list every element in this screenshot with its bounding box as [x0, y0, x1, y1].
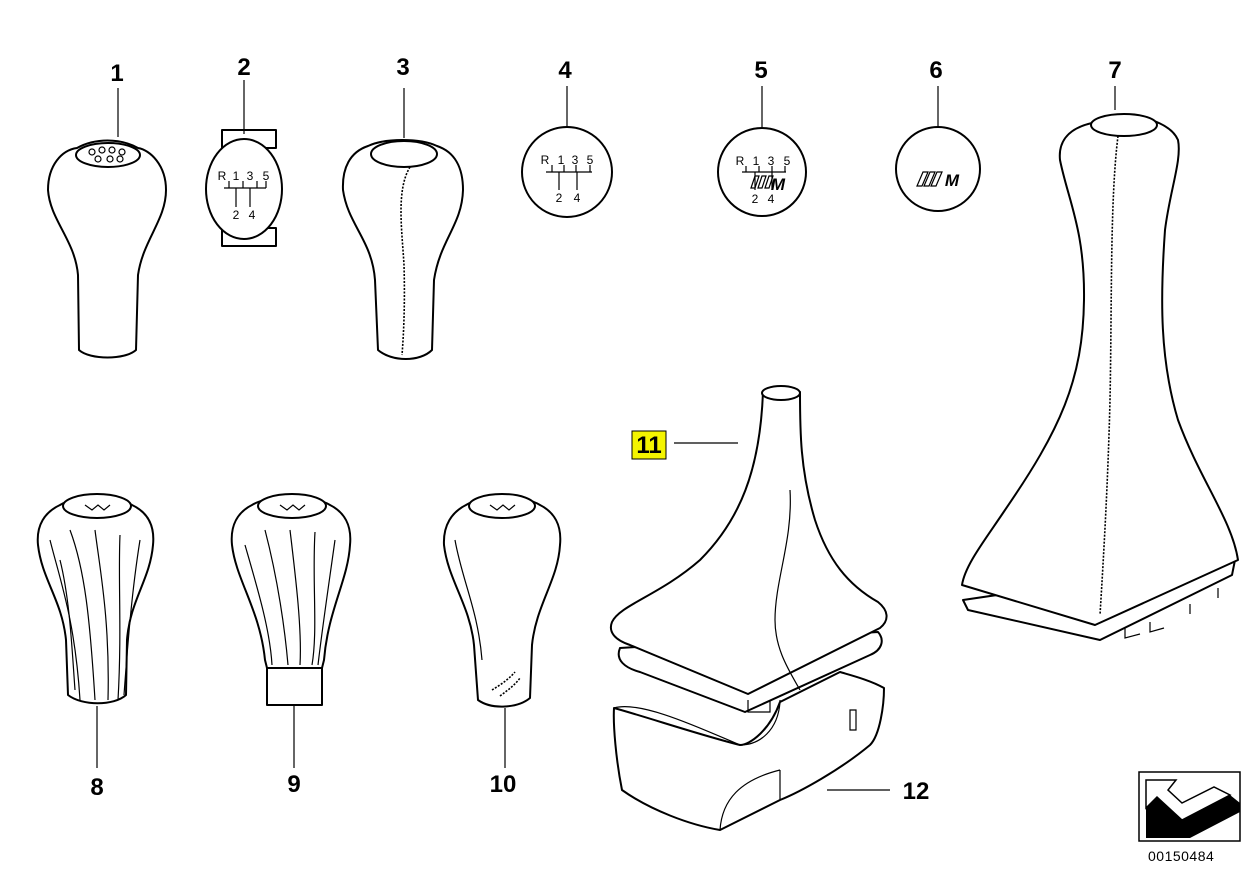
wood-grain	[49, 529, 141, 701]
part-10-leather-knob[interactable]	[442, 493, 562, 768]
svg-text:3: 3	[247, 169, 254, 183]
svg-text:1: 1	[753, 154, 760, 168]
part-3-leather-knob[interactable]	[341, 88, 464, 360]
part-8-wood-knob[interactable]	[36, 493, 155, 768]
shift-pattern-part-2: R 1 3 5 2 4	[218, 169, 270, 222]
svg-text:3: 3	[572, 153, 579, 167]
callout-3: 3	[396, 54, 409, 81]
svg-text:4: 4	[574, 191, 581, 205]
reference-number: 00150484	[1148, 848, 1215, 864]
part-4-badge[interactable]	[521, 86, 613, 218]
callout-9: 9	[287, 771, 300, 798]
part-1-knob[interactable]	[47, 88, 167, 359]
svg-text:4: 4	[768, 192, 775, 206]
m-logo-text: M	[771, 175, 786, 194]
svg-text:1: 1	[233, 169, 240, 183]
part-9-wood-knob-collar[interactable]	[230, 493, 352, 768]
callout-11: 11	[636, 432, 661, 459]
svg-text:5: 5	[587, 153, 594, 167]
svg-text:3: 3	[768, 154, 775, 168]
svg-text:4: 4	[249, 208, 256, 222]
shift-pattern-part-5: R 1 3 5 2 4 M	[736, 154, 791, 206]
callout-11-highlight	[631, 430, 667, 460]
svg-text:R: R	[541, 153, 550, 167]
part-5-m-badge[interactable]	[717, 86, 807, 217]
part-12-frame[interactable]	[612, 671, 890, 831]
part-6-m-logo-badge[interactable]	[895, 86, 981, 212]
svg-text:1: 1	[558, 153, 565, 167]
callout-5: 5	[754, 57, 767, 84]
callout-12: 12	[903, 778, 930, 805]
callout-10: 10	[490, 771, 517, 798]
callout-7: 7	[1108, 57, 1121, 84]
svg-text:2: 2	[752, 192, 759, 206]
callout-4: 4	[558, 57, 572, 84]
svg-text:2: 2	[556, 191, 563, 205]
part-11-gear-boot[interactable]	[610, 385, 888, 713]
arrow-icon[interactable]	[1138, 771, 1241, 842]
svg-text:5: 5	[784, 154, 791, 168]
svg-text:2: 2	[233, 208, 240, 222]
callout-8: 8	[90, 774, 103, 801]
callout-1: 1	[110, 60, 123, 87]
shift-dots	[88, 146, 126, 163]
callout-6: 6	[929, 57, 942, 84]
m-logo-part-6: M	[945, 171, 960, 190]
svg-text:5: 5	[263, 169, 270, 183]
part-2-emblem[interactable]	[205, 80, 283, 247]
m-logo-text: M	[945, 171, 960, 190]
shift-pattern-part-4: R 1 3 5 2 4	[541, 153, 594, 205]
callout-labels: 1 2 3 4 5 6 7 8 9 10 11 12	[90, 54, 1121, 805]
callout-2: 2	[237, 54, 250, 81]
part-7-lever-boot[interactable]	[961, 86, 1239, 641]
svg-text:R: R	[736, 154, 745, 168]
svg-text:R: R	[218, 169, 227, 183]
wood-grain	[244, 529, 336, 666]
